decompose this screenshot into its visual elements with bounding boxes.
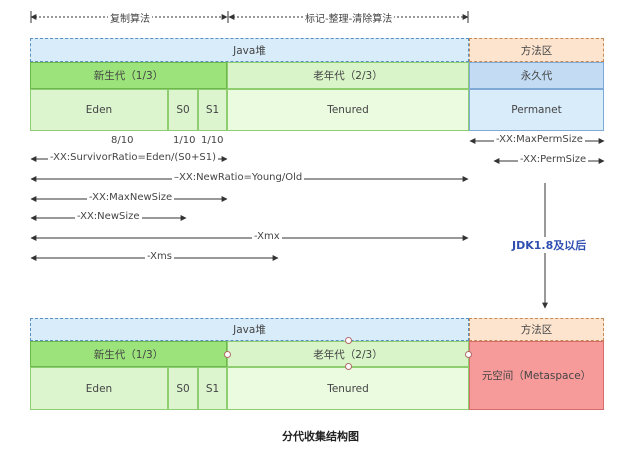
java-heap-label: Java堆	[233, 44, 266, 57]
s0-label: S0	[176, 104, 190, 116]
lower-java-heap-header: Java堆	[30, 318, 469, 341]
max-perm-size-label: -XX:MaxPermSize	[494, 134, 585, 145]
permanet-cell: Permanet	[469, 89, 604, 131]
perm-gen-header: 永久代	[469, 62, 604, 89]
connector-dot	[465, 351, 472, 358]
s1-ratio: 1/10	[201, 135, 224, 146]
lower-eden-label: Eden	[85, 382, 113, 395]
s1-cell: S1	[198, 89, 227, 131]
eden-ratio: 8/10	[111, 135, 134, 146]
metaspace-cell: 元空间（Metaspace）	[469, 341, 604, 410]
lower-young-gen-header: 新生代（1/3）	[30, 341, 227, 367]
s1-label: S1	[205, 104, 220, 116]
lower-java-heap-label: Java堆	[233, 324, 266, 336]
s0-cell: S0	[168, 89, 198, 131]
method-area-header: 方法区	[469, 38, 604, 62]
metaspace-label: 元空间（Metaspace）	[481, 370, 592, 382]
lower-young-gen-label: 新生代（1/3）	[93, 348, 164, 361]
young-gen-header: 新生代（1/3）	[30, 62, 227, 89]
lower-eden-cell: Eden	[30, 367, 168, 410]
survivor-ratio-label: -XX:SurvivorRatio=Eden/(S0+S1)	[48, 152, 219, 163]
connector-dot	[224, 351, 231, 358]
xmx-label: -Xmx	[252, 231, 282, 242]
old-gen-label: 老年代（2/3）	[313, 70, 383, 82]
connector-dot	[345, 337, 352, 344]
lower-tenured-label: Tenured	[327, 382, 369, 395]
lower-method-area-header: 方法区	[469, 318, 604, 341]
lower-s0-label: S0	[176, 382, 190, 395]
max-new-size-label: -XX:MaxNewSize	[87, 192, 175, 203]
permanet-label: Permanet	[511, 104, 562, 116]
eden-cell: Eden	[30, 89, 168, 131]
old-gen-header: 老年代（2/3）	[227, 62, 469, 89]
lower-tenured-cell: Tenured	[227, 367, 469, 410]
s0-ratio: 1/10	[173, 135, 196, 146]
jdk18-label: JDK1.8及以后	[510, 237, 589, 253]
perm-size-label: -XX:PermSize	[518, 154, 589, 165]
copy-algorithm-label: 复制算法	[108, 10, 152, 25]
eden-label: Eden	[85, 104, 113, 116]
perm-gen-label: 永久代	[520, 70, 553, 82]
xms-label: -Xms	[145, 251, 174, 262]
method-area-label: 方法区	[520, 44, 553, 57]
lower-s1-label: S1	[205, 382, 220, 395]
mark-compact-algorithm-label: 标记-整理-清除算法	[303, 10, 395, 25]
java-heap-header: Java堆	[30, 38, 469, 62]
young-gen-label: 新生代（1/3）	[93, 70, 164, 82]
lower-s1-cell: S1	[198, 367, 227, 410]
tenured-label: Tenured	[327, 104, 369, 116]
connector-dot	[345, 363, 352, 370]
tenured-cell: Tenured	[227, 89, 469, 131]
lower-old-gen-label: 老年代（2/3）	[313, 348, 383, 361]
lower-s0-cell: S0	[168, 367, 198, 410]
diagram-caption: 分代收集结构图	[282, 430, 359, 443]
new-ratio-label: –XX:NewRatio=Young/Old	[172, 172, 305, 183]
lower-method-area-label: 方法区	[520, 324, 553, 336]
new-size-label: -XX:NewSize	[75, 211, 142, 222]
